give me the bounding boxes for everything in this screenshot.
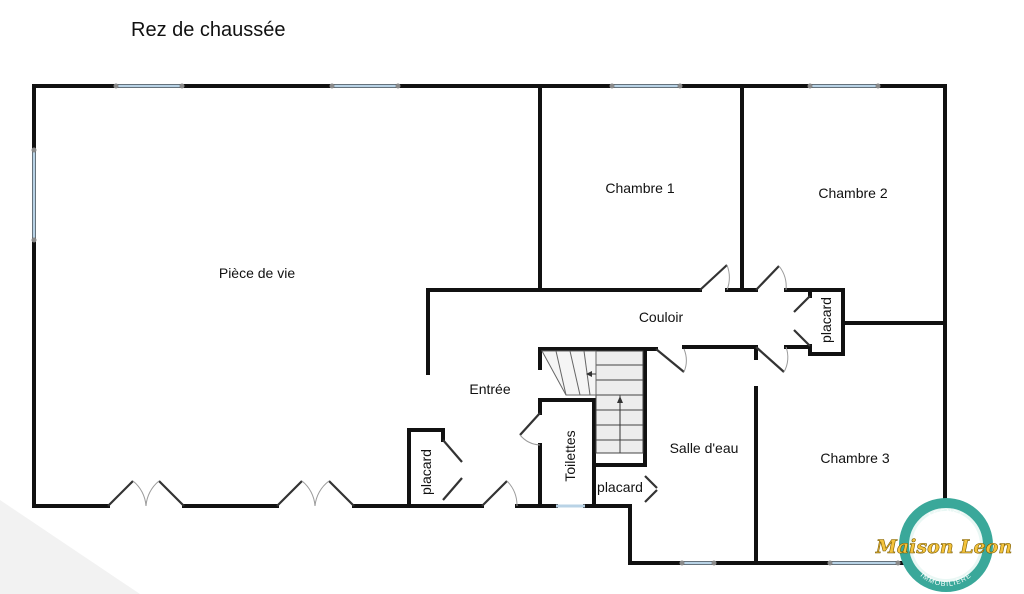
logo-top-text: AGENCE [927, 509, 965, 520]
interior-walls [407, 84, 947, 565]
background-shape [0, 500, 140, 594]
label-placard-couloir: placard [818, 297, 834, 343]
logo-name: Maison Leon [875, 536, 1012, 558]
doors [107, 264, 811, 507]
label-entree: Entrée [469, 381, 510, 397]
label-piece-de-vie: Pièce de vie [219, 265, 295, 281]
label-salle-d-eau: Salle d'eau [670, 440, 739, 456]
label-couloir: Couloir [639, 309, 684, 325]
label-chambre-3: Chambre 3 [820, 450, 889, 466]
label-placard-entree: placard [418, 449, 434, 495]
agency-logo: AGENCE IMMOBILIÈRE Maison Leon [875, 498, 1012, 592]
windows [31, 83, 901, 566]
plan-title: Rez de chaussée [131, 19, 286, 41]
label-chambre-2: Chambre 2 [818, 185, 887, 201]
label-toilettes: Toilettes [562, 430, 578, 481]
label-placard-sde: placard [597, 479, 643, 495]
staircase [541, 350, 644, 454]
label-chambre-1: Chambre 1 [605, 180, 674, 196]
